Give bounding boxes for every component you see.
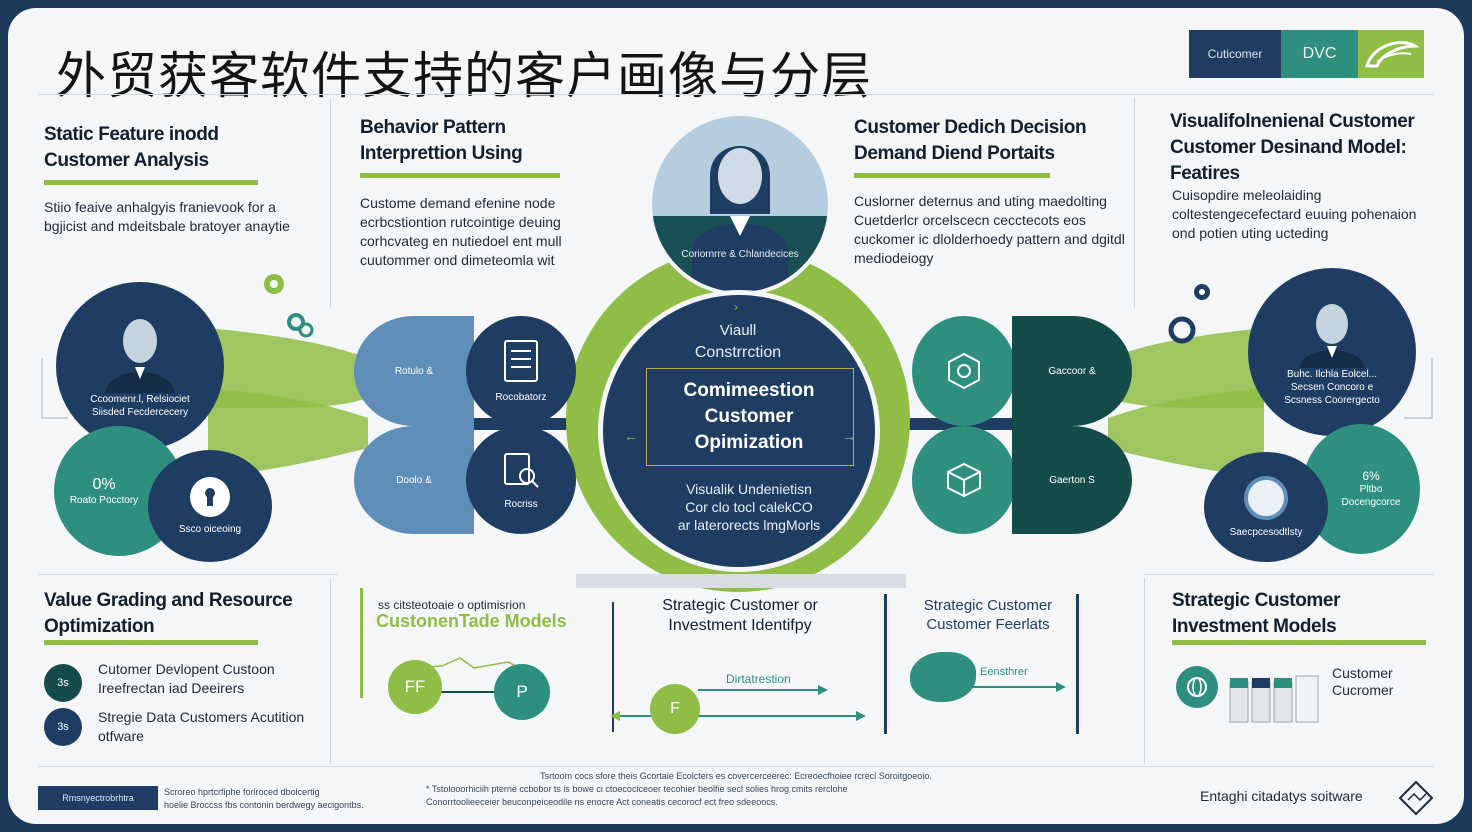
value-heading: Value Grading and Resource Optimization	[44, 590, 293, 637]
strategic-mid-heading: Strategic Customer or Investment Identif…	[662, 597, 818, 634]
behavior-heading: Behavior Pattern Interprettion Using	[360, 117, 523, 164]
divider	[38, 766, 1434, 767]
cylinders-icon	[1229, 675, 1319, 723]
visual-text: Cuisopdire meleolaiding coltestengecefec…	[1172, 187, 1417, 241]
infographic-page: 外贸获客软件支持的客户画像与分层 Cuticomer DVC Static Fe…	[8, 8, 1464, 824]
left-person-circle: Ccoomenr.l, Relsiociet Siisded Fecdercec…	[56, 282, 224, 450]
accent-bar	[44, 180, 258, 185]
static-text: Stiio feaive anhalgyis franievook for a …	[44, 199, 290, 234]
arrow-left-icon: ←	[624, 428, 638, 444]
center-top-small: Viaull	[719, 322, 757, 339]
value-item-text: Stregie Data Customers Acutition otfware	[98, 709, 305, 744]
distribution-label: Dirtatrestion	[726, 672, 791, 686]
center-person-circle: Coriornrre & Chlandecices	[648, 112, 832, 296]
value-item-badge: 3s	[44, 664, 82, 702]
center-subtext: Visualik Undenietisn Cor clo tocl calekC…	[677, 481, 821, 533]
mid-left-top-node: Rotulo &	[354, 316, 474, 426]
distribution-node-f: F	[650, 684, 700, 734]
person-icon	[105, 319, 175, 393]
trade-node-f: FF	[388, 660, 442, 714]
link-icon	[1186, 278, 1226, 318]
divider	[1144, 578, 1145, 764]
accent-bar	[1172, 640, 1426, 645]
strategic-right-heading: Strategic Customer Investment Models	[1172, 590, 1341, 637]
center-top-caption: Coriornrre & Chlandecices	[681, 249, 799, 260]
center-base	[576, 574, 906, 588]
value-item-text: Cutomer Devlopent Custoon Ireefrectan ia…	[98, 661, 275, 696]
accent-vbar	[1076, 594, 1079, 734]
link-icon	[284, 308, 318, 342]
center-construction: Constrrction	[694, 344, 782, 361]
tradec-heading: CustonenTade Models	[376, 611, 567, 631]
keyhole-icon	[190, 476, 230, 517]
small-label: Eensthrer	[980, 666, 1028, 678]
shield-icon	[1244, 475, 1288, 520]
mid-right-icon-node	[912, 316, 1016, 426]
accent-bar	[44, 640, 258, 645]
footer-right: Entaghi citadatys soitware	[1200, 788, 1363, 804]
decision-heading: Customer Dedich Decision Demand Diend Po…	[854, 117, 1087, 164]
mid-right-icon2-node	[912, 426, 1016, 534]
right-shield-circle: Saecpcesodtlsty	[1204, 452, 1328, 562]
globe-icon	[1176, 666, 1218, 708]
value-item-badge: 3s	[44, 708, 82, 746]
divider	[330, 98, 331, 308]
arrow-right-icon	[968, 682, 1066, 692]
center-main-circle	[598, 290, 880, 572]
decision-text: Cuslorner deternus and uting maedolting …	[854, 193, 1125, 266]
connector-bands	[41, 328, 1433, 478]
mid-left-doc-node: Rocobatorz	[466, 316, 576, 426]
mid-right-bottom-node: Gaerton S	[1012, 426, 1132, 534]
diamond-logo-icon	[1398, 780, 1434, 816]
visual-heading: Visualifolnenienal Customer Customer Des…	[1170, 111, 1415, 184]
accent-bar	[360, 173, 560, 178]
divider	[330, 578, 331, 764]
behavior-text: Custome demand efenine node ecrbcstionti…	[360, 195, 562, 268]
person-icon	[1299, 303, 1365, 368]
file-search-icon	[504, 452, 539, 488]
divider	[38, 94, 1434, 95]
divider	[38, 574, 338, 575]
person-icon	[652, 146, 828, 292]
page-title: 外贸获客软件支持的客户画像与分层	[56, 47, 872, 105]
footer-center-note: Tsrtoom cocs sfore theis Gcortaie Ecolct…	[426, 771, 932, 807]
settings-icon	[1166, 314, 1200, 348]
chevron-down-icon: ›	[734, 300, 738, 314]
footer-brand: Rmsnyectrobrhtra	[38, 786, 158, 810]
accent-vbar	[612, 602, 614, 732]
divider	[1134, 98, 1135, 308]
accent-vbar	[884, 594, 887, 734]
document-icon	[504, 339, 538, 382]
logo-left: Cuticomer	[1189, 30, 1281, 78]
hexagon-icon	[948, 352, 980, 390]
distribution-arrows	[610, 685, 866, 721]
divider	[1144, 574, 1434, 575]
logo-mark-icon	[1358, 30, 1424, 78]
trade-node-p: P	[494, 664, 550, 720]
strategic-customer-heading: Strategic Customer Customer Feerlats	[923, 597, 1053, 633]
tradec-small: ss citsteotoaie o optimisrion	[378, 598, 526, 612]
arrow-right-icon: →	[842, 428, 856, 444]
mid-left-bottom-node: Doolo &	[354, 426, 474, 534]
center-main-title: Comimeestion Customer Opimization	[683, 380, 815, 453]
accent-vbar	[360, 588, 363, 698]
center-frame	[646, 368, 854, 466]
right-person-circle: Buhc. Ilchla Eolcel... Secsen Concoro e …	[1248, 268, 1416, 436]
leaf-shape	[910, 652, 976, 702]
footer-left-note: Scroreo hprtcrfiphe forlroced dbolcertig…	[164, 787, 364, 810]
accent-bar	[854, 173, 1050, 178]
mid-right-top-node: Gaccoor &	[1012, 316, 1132, 426]
left-key-circle: Ssco oiceoing	[148, 450, 272, 562]
mid-left-doc2-node: Rocriss	[466, 426, 576, 534]
right-labels: Customer Cucromer	[1332, 665, 1394, 698]
static-heading: Static Feature inodd Customer Analysis	[44, 124, 219, 171]
gear-icon	[258, 268, 294, 298]
logo-right: DVC	[1281, 30, 1358, 78]
box-icon	[947, 462, 981, 498]
